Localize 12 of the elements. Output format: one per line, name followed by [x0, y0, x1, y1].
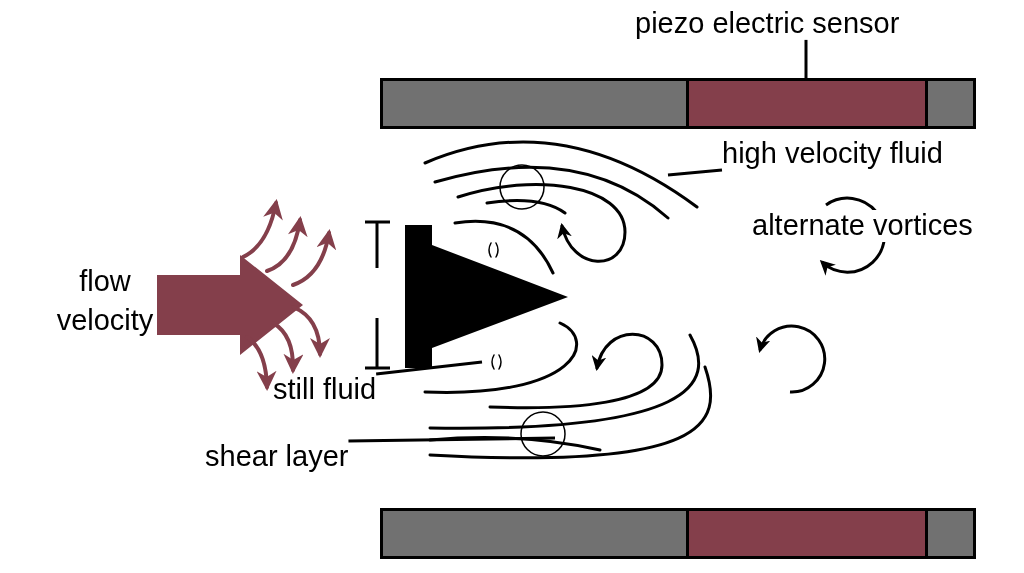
annotation-label: alternate vortices: [750, 210, 975, 242]
callout-label: shear layer: [205, 441, 349, 473]
callout-label: still fluid: [273, 374, 377, 406]
leader-line: [376, 360, 483, 376]
sensor-strip: [686, 81, 928, 126]
callout-label: high velocity fluid: [722, 138, 943, 170]
leader-line: [348, 436, 556, 443]
callout-label: piezo electric sensor: [635, 8, 900, 40]
sensor-strip: [686, 511, 928, 556]
annotation-label: flow velocity: [55, 264, 155, 339]
leader-line: [667, 168, 723, 177]
leader-line: [804, 39, 808, 81]
